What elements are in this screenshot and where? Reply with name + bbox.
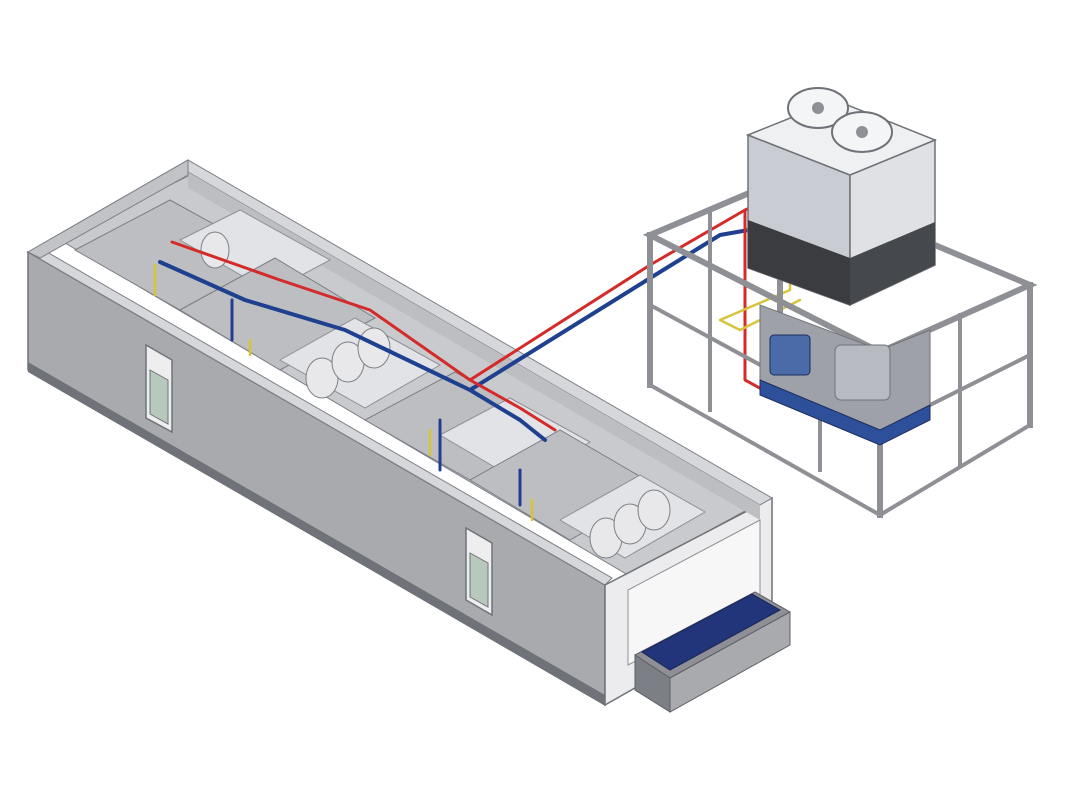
receiver [769,334,811,376]
tunnel-back-wall [188,172,760,520]
compressor-skid [759,334,931,446]
valve-drops [153,263,534,522]
conveyor-front [669,611,791,713]
fan-icon [200,231,230,269]
condenser-band [748,220,850,305]
evaporator-2 [178,257,442,409]
access-door-left [145,343,173,434]
evaporator-group [73,199,707,559]
evaporator-4 [469,429,707,559]
access-door-right [465,526,493,617]
suction-branch [230,298,522,507]
tunnel-front-base [28,362,605,705]
conveyor-belt-outfeed [634,591,792,713]
tunnel-left-end [26,159,189,259]
fan-icon [637,489,671,531]
conveyor-belt [641,593,782,671]
compressor [834,344,891,401]
